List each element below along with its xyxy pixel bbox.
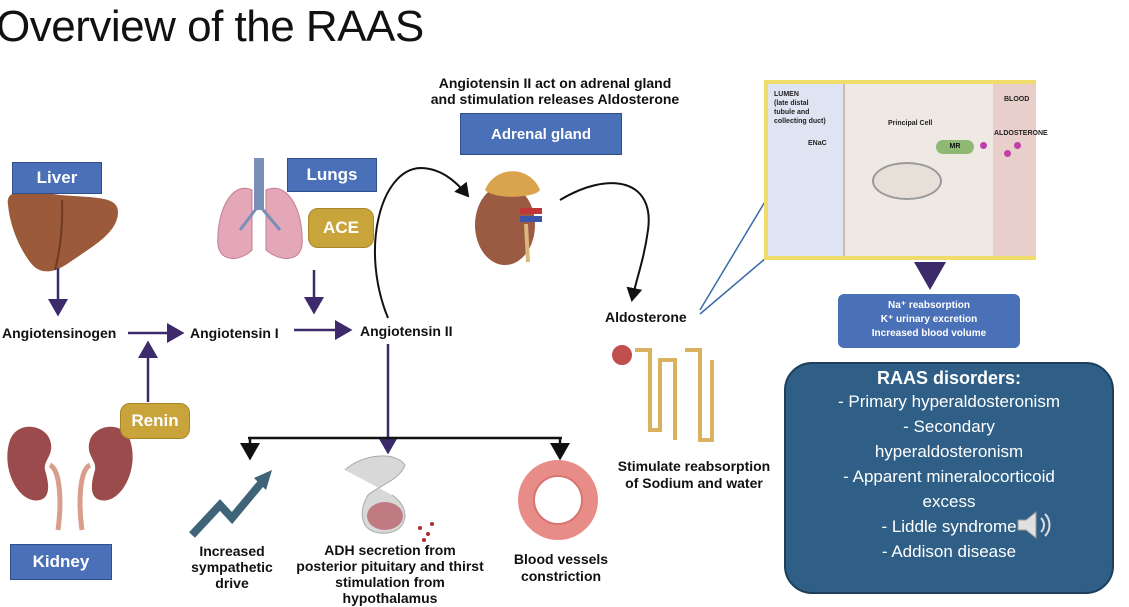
principal-cell-label: Principal Cell bbox=[888, 120, 933, 127]
enac-label: ENaC bbox=[808, 140, 827, 147]
disorder-item: hyperaldosteronism bbox=[874, 442, 1024, 461]
disorder-item: - Primary hyperaldosteronism bbox=[837, 392, 1060, 411]
sympathetic-line2: sympathetic bbox=[191, 559, 273, 575]
lumen-region bbox=[768, 84, 843, 256]
adh-line4: hypothalamus bbox=[342, 590, 438, 606]
pituitary-illustration bbox=[344, 455, 434, 542]
result-line3: Increased blood volume bbox=[871, 328, 987, 339]
vessels-line2: constriction bbox=[520, 568, 602, 584]
adrenal-kidney-illustration bbox=[475, 171, 542, 265]
ace-label-box: ACE bbox=[308, 208, 374, 248]
principal-cell-panel: LUMEN (late distal tubule and collecting… bbox=[764, 80, 1048, 260]
renin-label-box: Renin bbox=[120, 403, 190, 439]
adrenal-caption-line2: and stimulation releases Aldosterone bbox=[430, 91, 680, 107]
angiotensin-ii-label: Angiotensin II bbox=[360, 323, 453, 339]
lumen-line2: (late distal bbox=[774, 100, 809, 107]
lumen-label: LUMEN (late distal tubule and collecting… bbox=[774, 90, 826, 126]
vessels-effect: Blood vessels constriction bbox=[505, 551, 617, 585]
mr-label: MR bbox=[949, 143, 961, 150]
adrenal-caption-line1: Angiotensin II act on adrenal gland bbox=[438, 75, 672, 91]
reabsorption-line2: of Sodium and water bbox=[625, 475, 763, 491]
adrenal-caption: Angiotensin II act on adrenal gland and … bbox=[410, 75, 700, 107]
blood-region bbox=[993, 84, 1036, 256]
aldosterone-molecule bbox=[1004, 150, 1011, 157]
lumen-line1: LUMEN bbox=[774, 91, 799, 98]
kidneys-illustration bbox=[7, 426, 133, 531]
lungs-label: Lungs bbox=[306, 165, 358, 184]
disorder-item: excess bbox=[922, 492, 976, 511]
blood-vessel-illustration bbox=[518, 460, 598, 540]
angiotensinogen-label: Angiotensinogen bbox=[2, 325, 117, 341]
aldosterone-molecule bbox=[1014, 142, 1021, 149]
aldosterone-label: Aldosterone bbox=[605, 309, 687, 325]
sympathetic-effect: Increased sympathetic drive bbox=[182, 543, 282, 591]
lungs-illustration bbox=[217, 158, 303, 259]
disorders-heading: RAAS disorders: bbox=[876, 368, 1022, 388]
reabsorption-effect: Stimulate reabsorption of Sodium and wat… bbox=[606, 458, 782, 492]
kidney-label: Kidney bbox=[32, 552, 90, 571]
speaker-icon[interactable] bbox=[1014, 508, 1054, 542]
disorder-item: - Liddle syndrome bbox=[881, 517, 1017, 536]
reabsorption-line1: Stimulate reabsorption bbox=[617, 458, 771, 474]
adh-line1: ADH secretion from bbox=[324, 542, 456, 558]
aldosterone-molecule bbox=[980, 142, 987, 149]
disorder-item: - Secondary bbox=[903, 417, 995, 436]
mr-pill: MR bbox=[936, 140, 974, 154]
lumen-line3: tubule and bbox=[774, 109, 810, 116]
adrenal-label: Adrenal gland bbox=[490, 125, 591, 143]
nucleus bbox=[872, 162, 942, 200]
aldosterone-cell-label: ALDOSTERONE bbox=[994, 130, 1048, 137]
kidney-label-box: Kidney bbox=[10, 544, 112, 580]
adh-line2: posterior pituitary and thirst bbox=[296, 558, 484, 574]
liver-illustration bbox=[7, 191, 119, 272]
adh-effect: ADH secretion from posterior pituitary a… bbox=[286, 542, 494, 606]
disorder-item: - Addison disease bbox=[881, 542, 1017, 561]
page-title: Overview of the RAAS bbox=[0, 2, 424, 51]
sympathetic-line3: drive bbox=[215, 575, 249, 591]
lumen-line4: collecting duct) bbox=[774, 118, 826, 125]
aldosterone-results-box: Na⁺ reabsorption K⁺ urinary excretion In… bbox=[838, 294, 1020, 348]
adrenal-label-box: Adrenal gland bbox=[460, 113, 622, 155]
liver-label-box: Liver bbox=[12, 162, 102, 194]
liver-label: Liver bbox=[36, 168, 78, 187]
renin-label: Renin bbox=[131, 411, 179, 430]
result-line1: Na⁺ reabsorption bbox=[888, 300, 970, 311]
principal-cell-region bbox=[843, 84, 995, 256]
sympathetic-line1: Increased bbox=[199, 543, 265, 559]
blood-label: BLOOD bbox=[1004, 96, 1030, 103]
lungs-label-box: Lungs bbox=[287, 158, 377, 192]
disorder-item: - Apparent mineralocorticoid bbox=[843, 467, 1055, 486]
angiotensin-i-label: Angiotensin I bbox=[190, 325, 279, 341]
adh-line3: stimulation from bbox=[335, 574, 445, 590]
ace-label: ACE bbox=[323, 218, 359, 237]
vessels-line1: Blood vessels bbox=[513, 551, 609, 567]
raas-disorders-box: RAAS disorders: - Primary hyperaldostero… bbox=[784, 362, 1114, 594]
nephron-illustration bbox=[612, 345, 714, 442]
result-line2: K⁺ urinary excretion bbox=[880, 314, 978, 325]
